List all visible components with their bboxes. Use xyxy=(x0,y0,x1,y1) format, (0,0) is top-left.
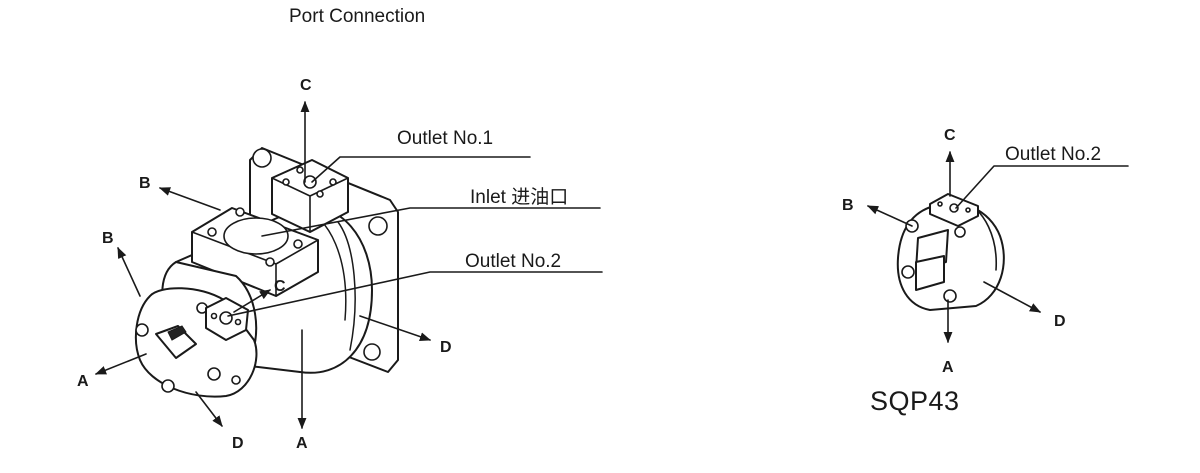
dir-label-a-right: A xyxy=(942,359,954,376)
leader-outlet-1 xyxy=(311,156,531,183)
figure-title: Port Connection xyxy=(289,6,426,27)
direction-arrows-left xyxy=(94,100,432,430)
arrow-b-upper xyxy=(158,187,221,211)
leader-inlet xyxy=(261,207,601,237)
arrow-b-lower xyxy=(117,246,141,297)
arrow-d-right-view xyxy=(983,281,1041,313)
double-pump-drawing xyxy=(134,147,399,398)
dir-label-c-top: C xyxy=(300,77,312,94)
dir-label-b-right: B xyxy=(842,197,854,214)
dir-label-d-right-view: D xyxy=(1054,313,1066,330)
arrow-b-right xyxy=(866,205,913,227)
dir-label-d-right: D xyxy=(440,339,452,356)
arrow-a-left xyxy=(94,353,147,375)
arrow-d-bottom xyxy=(195,391,223,427)
leader-lines-left xyxy=(227,156,603,317)
dir-label-a-left: A xyxy=(77,373,89,390)
dir-label-b-lower: B xyxy=(102,230,114,247)
leader-outlet-2-right xyxy=(955,165,1129,209)
front-view-drawing xyxy=(896,193,1005,311)
dir-label-c-right: C xyxy=(944,127,956,144)
dir-label-d-bottom: D xyxy=(232,435,244,452)
label-outlet-2: Outlet No.2 xyxy=(465,251,561,272)
direction-arrows-right xyxy=(866,150,1041,344)
label-inlet: Inlet 进油口 xyxy=(470,186,568,208)
dir-label-a-bottom: A xyxy=(296,435,308,452)
dir-label-c-inner: C xyxy=(274,278,286,295)
dir-label-b-upper: B xyxy=(139,175,151,192)
label-outlet-2-right: Outlet No.2 xyxy=(1005,144,1101,165)
model-caption: SQP43 xyxy=(870,386,960,416)
leader-outlet-2 xyxy=(227,271,603,317)
arrow-d-right xyxy=(359,315,432,341)
arrow-c-inner xyxy=(233,289,271,313)
label-outlet-1: Outlet No.1 xyxy=(397,128,493,149)
